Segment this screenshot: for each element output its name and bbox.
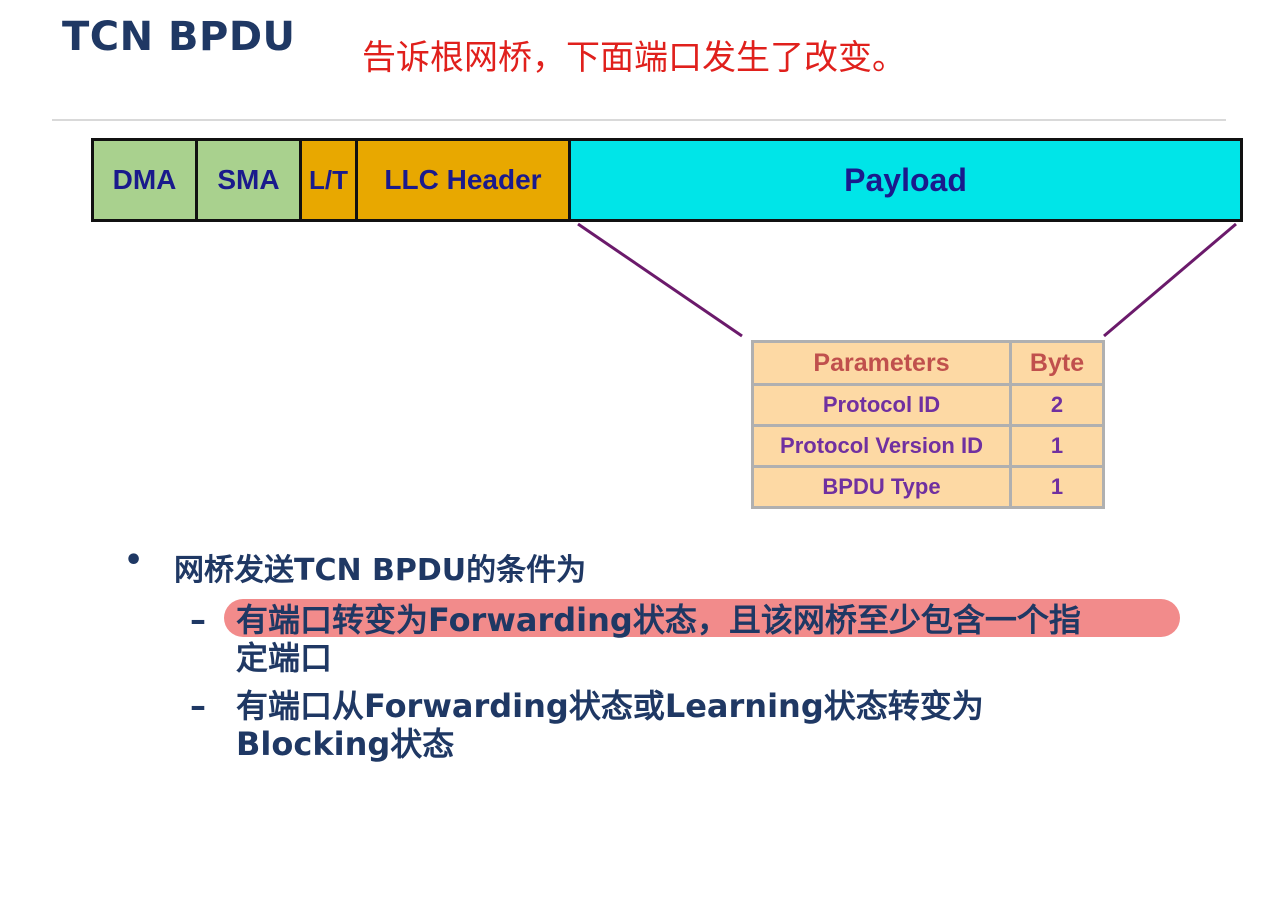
param-name: Protocol ID — [751, 383, 1012, 427]
highlight-marker — [224, 599, 1180, 637]
field-length-type: L/T — [302, 141, 358, 219]
sub-bullet-2-line-2: Blocking状态 — [236, 725, 455, 763]
bpdu-parameters-table: Parameters Byte Protocol ID 2 Protocol V… — [751, 340, 1105, 509]
param-name: BPDU Type — [751, 465, 1012, 509]
bullet-dot: • — [124, 543, 144, 578]
ethernet-frame: DMA SMA L/T LLC Header Payload — [91, 138, 1243, 222]
table-row: BPDU Type 1 — [751, 465, 1105, 509]
param-bytes: 2 — [1009, 383, 1105, 427]
param-bytes: 1 — [1009, 465, 1105, 509]
bullet-main-text: 网桥发送TCN BPDU的条件为 — [174, 553, 587, 588]
field-sma: SMA — [198, 141, 302, 219]
title-divider — [52, 119, 1226, 121]
sub-bullet-dash: – — [190, 601, 206, 639]
sub-bullet-2-line-1: 有端口从Forwarding状态或Learning状态转变为 — [236, 687, 984, 725]
field-dma: DMA — [94, 141, 198, 219]
field-payload: Payload — [571, 141, 1240, 219]
table-row: Protocol Version ID 1 — [751, 424, 1105, 468]
param-bytes: 1 — [1009, 424, 1105, 468]
table-header-row: Parameters Byte — [751, 340, 1105, 386]
table-row: Protocol ID 2 — [751, 383, 1105, 427]
header-parameters: Parameters — [751, 340, 1012, 386]
header-byte: Byte — [1009, 340, 1105, 386]
sub-bullet-dash: – — [190, 687, 206, 725]
connector-line-left — [577, 222, 743, 338]
sub-bullet-1-line-2: 定端口 — [236, 639, 333, 677]
param-name: Protocol Version ID — [751, 424, 1012, 468]
slide-title: TCN BPDU — [62, 14, 296, 60]
sub-bullet-1-line-1: 有端口转变为Forwarding状态，且该网桥至少包含一个指 — [236, 601, 1081, 639]
field-llc-header: LLC Header — [358, 141, 571, 219]
connector-line-right — [1103, 222, 1237, 338]
annotation-note: 告诉根网桥，下面端口发生了改变。 — [362, 38, 906, 78]
